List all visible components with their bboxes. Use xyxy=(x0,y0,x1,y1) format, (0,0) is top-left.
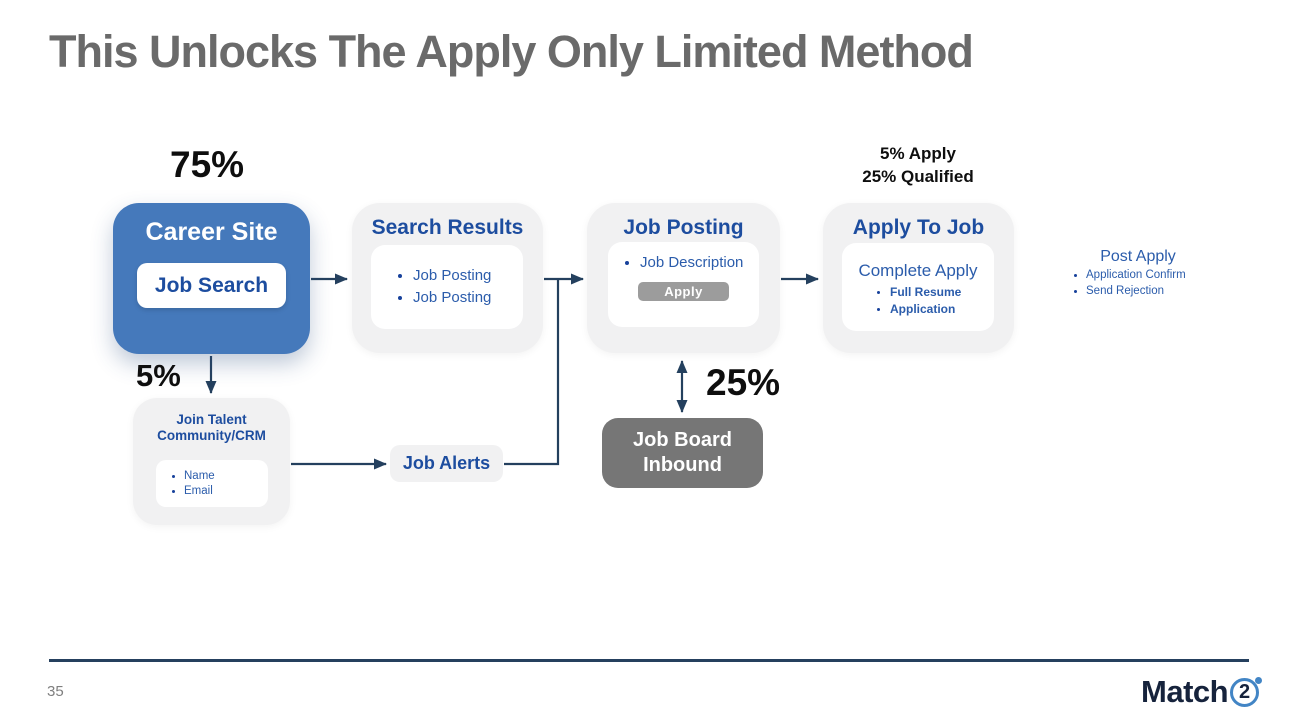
list-item: Full Resume xyxy=(890,284,994,301)
label-career-rate: 75% xyxy=(170,144,245,185)
list-item: Email xyxy=(184,484,268,498)
career-site-title: Career Site xyxy=(145,218,278,246)
complete-apply-label: Complete Apply xyxy=(858,261,978,280)
job-search-button: Job Search xyxy=(137,263,286,308)
apply-rate-line: 5% Apply xyxy=(880,144,956,163)
list-item: Job Description xyxy=(640,254,759,271)
label-apply-stats: 5% Apply 25% Qualified xyxy=(818,143,1018,189)
job-posting-card: Job Description Apply xyxy=(608,242,759,327)
join-talent-title: Join Talent Community/CRM xyxy=(157,412,266,443)
logo-digit: 2 xyxy=(1239,680,1251,703)
search-results-title: Search Results xyxy=(371,216,524,239)
node-search-results: Search Results Job Posting Job Posting xyxy=(352,203,543,353)
post-apply-title: Post Apply xyxy=(1100,248,1176,265)
node-apply-to-job: Apply To Job Complete Apply Full Resume … xyxy=(823,203,1014,353)
list-item: Job Posting xyxy=(413,265,523,287)
logo-circle-icon: 2 xyxy=(1230,676,1263,707)
apply-to-job-title: Apply To Job xyxy=(852,216,985,239)
node-job-board-inbound: Job Board Inbound xyxy=(602,418,763,488)
list-item: Name xyxy=(184,469,268,483)
qualified-rate-line: 25% Qualified xyxy=(862,166,974,186)
connector-alerts-to-posting xyxy=(504,280,560,466)
node-join-talent-community: Join Talent Community/CRM Name Email xyxy=(133,398,290,525)
list-item: Job Posting xyxy=(413,287,523,309)
logo-dot-icon xyxy=(1255,676,1263,684)
match2-logo: Match 2 xyxy=(1141,674,1263,710)
label-job-board-rate: 25% xyxy=(706,362,781,403)
logo-wordmark: Match xyxy=(1141,674,1229,709)
list-item: Application xyxy=(890,301,994,318)
node-career-site: Career Site Job Search xyxy=(113,203,310,354)
post-apply-section: Post Apply Application Confirm Send Reje… xyxy=(1068,248,1208,299)
node-job-posting: Job Posting Job Description Apply xyxy=(587,203,780,353)
page-number: 35 xyxy=(47,683,64,700)
slide-title: This Unlocks The Apply Only Limited Meth… xyxy=(49,26,974,77)
apply-button: Apply xyxy=(638,282,729,301)
label-talent-rate: 5% xyxy=(136,358,181,393)
list-item: Send Rejection xyxy=(1086,284,1208,300)
join-talent-card: Name Email xyxy=(156,460,268,507)
search-results-card: Job Posting Job Posting xyxy=(371,245,523,329)
footer-divider xyxy=(49,659,1249,662)
list-item: Application Confirm xyxy=(1086,268,1208,284)
job-posting-title: Job Posting xyxy=(623,216,744,239)
apply-to-job-card: Complete Apply Full Resume Application xyxy=(842,243,994,331)
node-job-alerts: Job Alerts xyxy=(390,445,503,482)
